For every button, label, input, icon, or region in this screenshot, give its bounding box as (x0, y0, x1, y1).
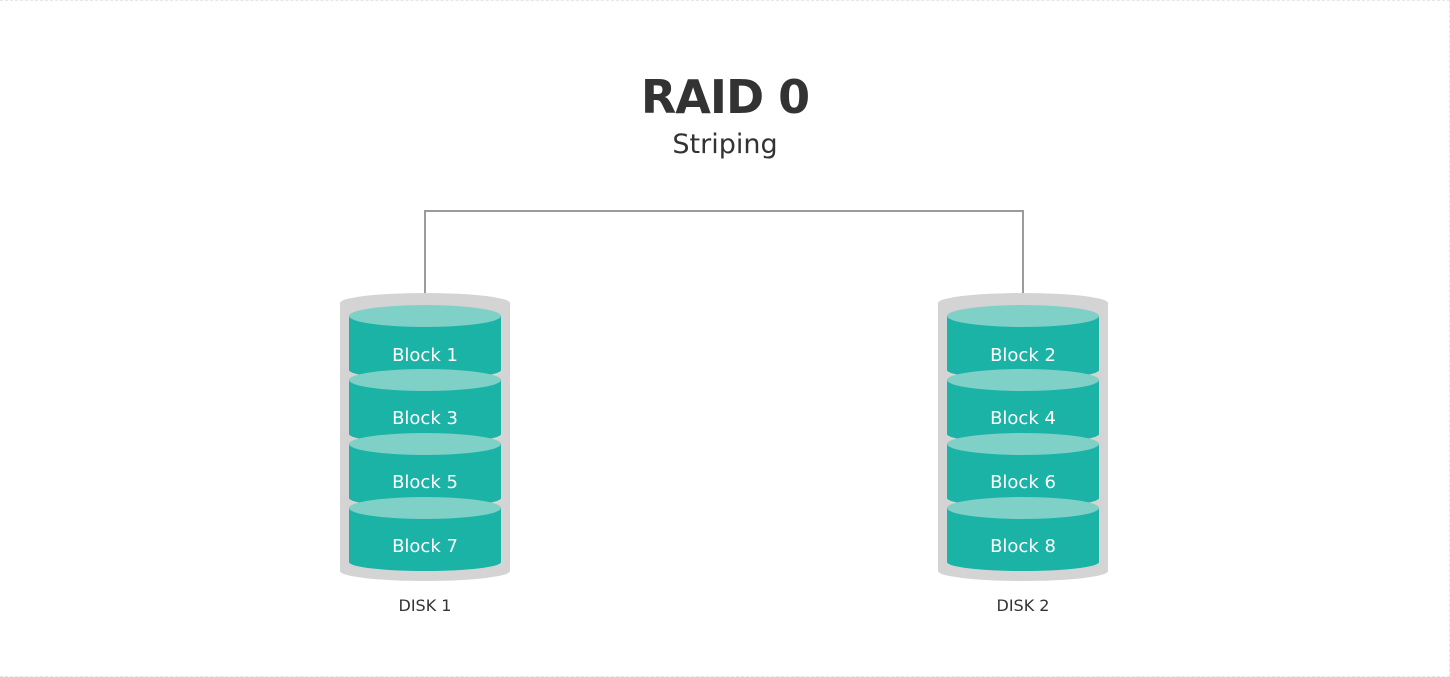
disk-2-block-1: Block 2 (947, 305, 1099, 379)
disk-2-block-1-label: Block 2 (990, 345, 1056, 366)
disk-1-block-2-label: Block 3 (392, 408, 458, 429)
disk-2-label: DISK 2 (997, 596, 1050, 615)
disk-1-label: DISK 1 (399, 596, 452, 615)
disk-1-block-1-label: Block 1 (392, 345, 458, 366)
diagram-title: RAID 0 (640, 70, 810, 124)
disk-2-block-4-label: Block 8 (990, 536, 1056, 557)
disk-2-block-2-label: Block 4 (990, 408, 1056, 429)
disk-2: Block 2 Block 4 Block 6 Block 8 DISK 2 (938, 293, 1108, 615)
disk-1-block-4: Block 7 (349, 497, 501, 571)
disk-1: Block 1 Block 3 Block 5 Block 7 DISK 1 (340, 293, 510, 615)
disk-2-block-4: Block 8 (947, 497, 1099, 571)
disk-2-block-3-label: Block 6 (990, 472, 1056, 493)
connector-line (424, 210, 1024, 315)
disk-1-block-1: Block 1 (349, 305, 501, 379)
disk-1-block-4-label: Block 7 (392, 536, 458, 557)
disk-2-block-2: Block 4 (947, 369, 1099, 443)
diagram-subtitle: Striping (672, 129, 778, 160)
disk-2-block-3: Block 6 (947, 433, 1099, 507)
disk-1-block-2: Block 3 (349, 369, 501, 443)
disk-1-block-3-label: Block 5 (392, 472, 458, 493)
disk-1-block-3: Block 5 (349, 433, 501, 507)
